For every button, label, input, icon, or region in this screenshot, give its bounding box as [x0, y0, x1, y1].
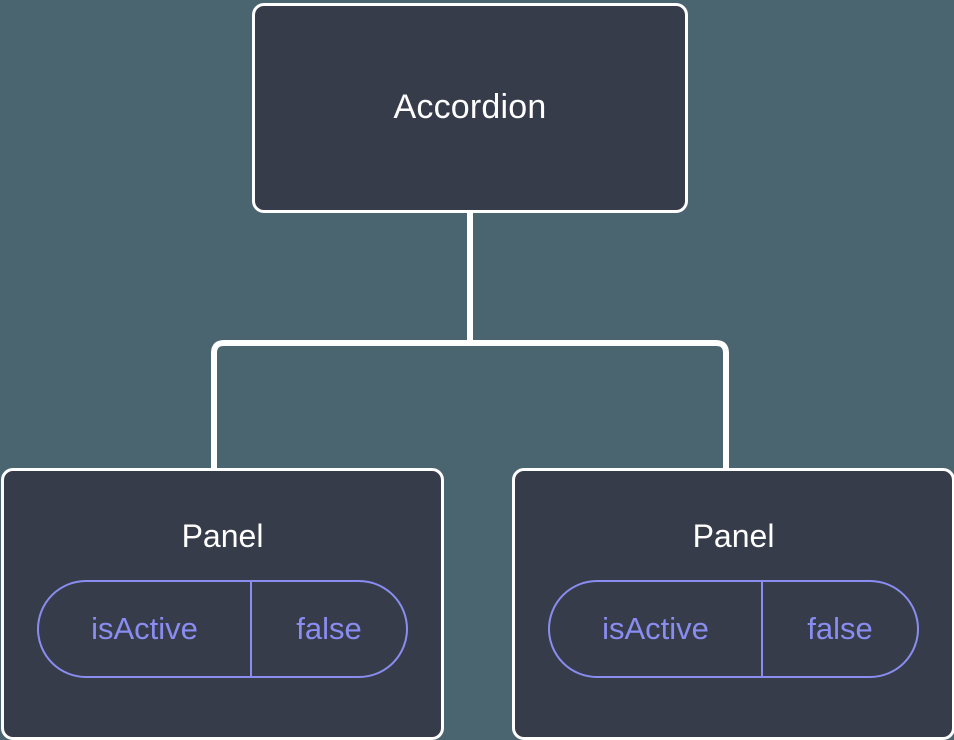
node-accordion-title: Accordion	[393, 88, 547, 127]
node-panel-left-title: Panel	[181, 518, 264, 554]
node-panel-left[interactable]: Panel isActive false	[1, 468, 444, 740]
state-key-left: isActive	[39, 582, 252, 677]
state-key-right: isActive	[550, 582, 763, 677]
state-pill-right[interactable]: isActive false	[548, 580, 919, 679]
state-value-right: false	[807, 611, 873, 647]
node-panel-right-title: Panel	[692, 518, 775, 554]
state-pill-left[interactable]: isActive false	[37, 580, 408, 679]
node-panel-right[interactable]: Panel isActive false	[512, 468, 954, 740]
node-accordion[interactable]: Accordion	[252, 3, 688, 213]
state-value-left: false	[296, 611, 362, 647]
edge-to-panel-left	[211, 340, 470, 470]
edge-to-panel-right	[470, 340, 729, 470]
